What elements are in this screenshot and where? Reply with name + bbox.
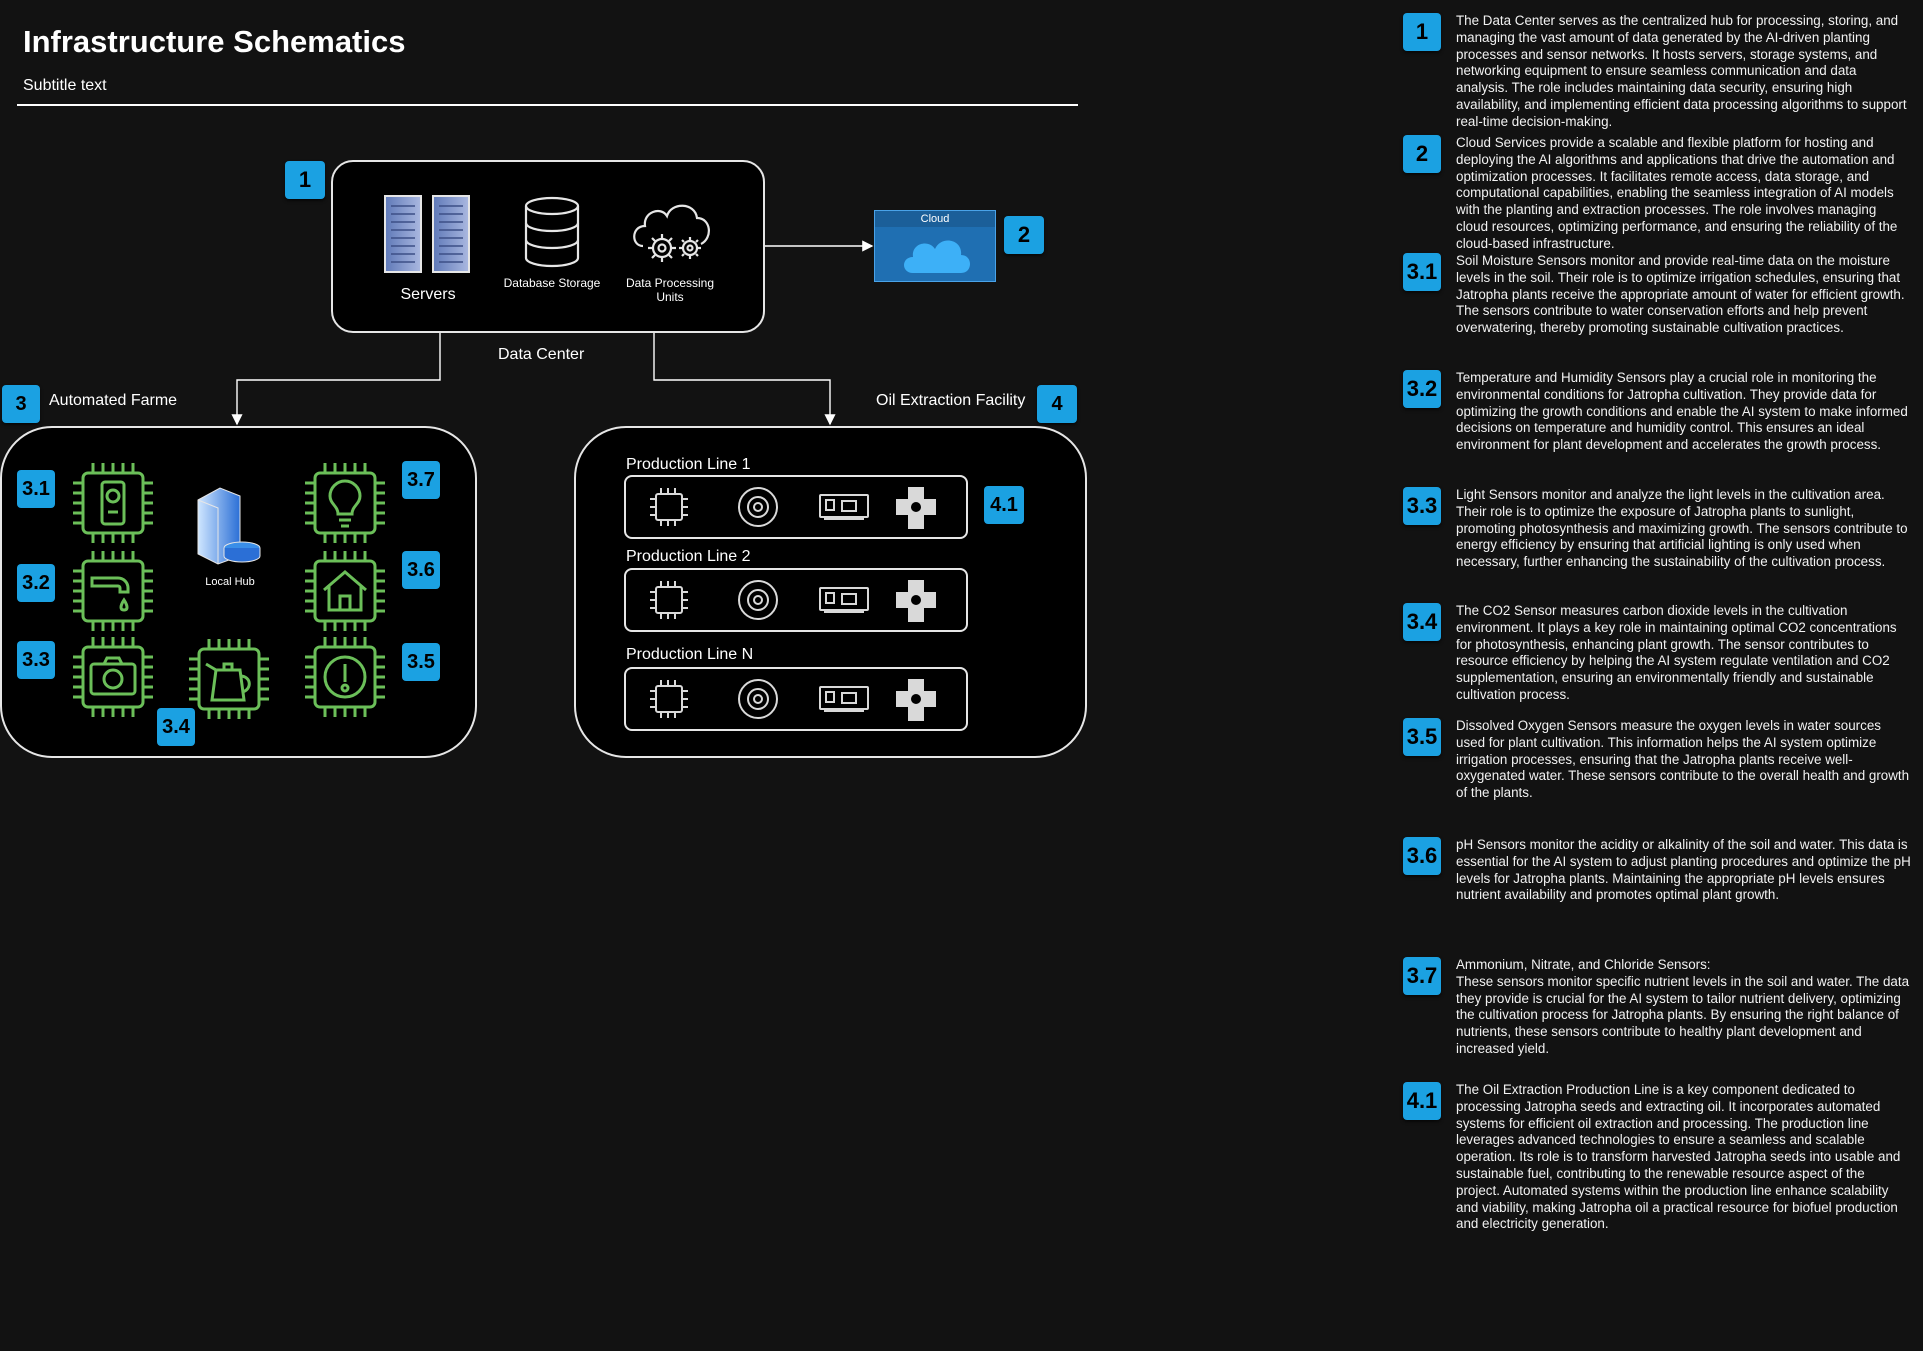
data-center-badge: 1 (285, 161, 325, 199)
description-text-3-3: Light Sensors monitor and analyze the li… (1456, 487, 1908, 570)
sensor-badge-3-2: 3.2 (17, 564, 55, 602)
cloud-label: Cloud (875, 211, 995, 227)
sensor-badge-3-5: 3.5 (402, 643, 440, 681)
production-line-n-icons (650, 679, 936, 721)
data-center-box: Servers Database Storage Data Processing… (331, 160, 765, 333)
dissolved-oxygen-sensor-gauge-icon (305, 637, 385, 717)
description-badge-3-5: 3.5 (1403, 718, 1441, 756)
description-badge-2: 2 (1403, 135, 1441, 173)
production-line-n-label: Production Line N (626, 646, 754, 663)
sensor-badge-3-7: 3.7 (402, 461, 440, 499)
processing-label: Data Processing Units (625, 276, 715, 304)
description-badge-3-1: 3.1 (1403, 253, 1441, 291)
processing-cloud-gear-icon (633, 204, 710, 262)
sensor-badge-3-1: 3.1 (17, 470, 55, 508)
ph-sensor-house-icon (305, 551, 385, 631)
description-text-1: The Data Center serves as the centralize… (1456, 13, 1907, 129)
database-label: Database Storage (503, 276, 601, 290)
cloud-icon (904, 240, 970, 273)
description-badge-3-7: 3.7 (1403, 957, 1441, 995)
oil-facility-badge: 4 (1037, 385, 1077, 423)
sensor-badge-3-3: 3.3 (17, 641, 55, 679)
production-line-2-icons (650, 580, 936, 622)
production-line-1-icons (650, 487, 936, 529)
servers-icon (384, 195, 470, 273)
farm-badge: 3 (2, 385, 40, 423)
oil-facility-title: Oil Extraction Facility (876, 392, 1026, 409)
page-subtitle: Subtitle text (23, 77, 107, 94)
description-badge-3-6: 3.6 (1403, 837, 1441, 875)
servers-label: Servers (400, 286, 456, 303)
production-line-1-label: Production Line 1 (626, 456, 751, 473)
soil-moisture-sensor-icon (73, 463, 153, 543)
description-text-4-1: The Oil Extraction Production Line is a … (1456, 1082, 1901, 1232)
cloud-service-box: Cloud (874, 210, 996, 282)
production-line-n (624, 667, 968, 731)
database-icon (524, 196, 580, 268)
co2-sensor-kettle-icon (189, 639, 269, 719)
description-badge-3-3: 3.3 (1403, 487, 1441, 525)
light-sensor-camera-icon (73, 637, 153, 717)
description-badge-3-4: 3.4 (1403, 603, 1441, 641)
description-text-3-4: The CO2 Sensor measures carbon dioxide l… (1456, 603, 1897, 702)
page-title: Infrastructure Schematics (23, 24, 406, 59)
description-badge-1: 1 (1403, 13, 1441, 51)
farm-title: Automated Farme (49, 392, 178, 409)
description-text-3-5: Dissolved Oxygen Sensors measure the oxy… (1456, 718, 1910, 801)
production-line-2 (624, 568, 968, 632)
production-line-1 (624, 475, 968, 539)
production-line-2-label: Production Line 2 (626, 548, 751, 565)
data-center-caption: Data Center (498, 346, 585, 363)
description-text-3-7: Ammonium, Nitrate, and Chloride Sensors:… (1456, 957, 1910, 1056)
production-line-badge: 4.1 (984, 486, 1024, 524)
description-badge-3-2: 3.2 (1403, 370, 1441, 408)
description-text-2: Cloud Services provide a scalable and fl… (1456, 135, 1898, 251)
description-text-3-1: Soil Moisture Sensors monitor and provid… (1456, 253, 1905, 336)
nutrient-sensor-bulb-icon (305, 463, 385, 543)
sensor-badge-3-4: 3.4 (157, 708, 195, 746)
local-hub-server-icon (197, 487, 261, 565)
local-hub-label: Local Hub (205, 576, 255, 588)
description-text-3-6: pH Sensors monitor the acidity or alkali… (1456, 837, 1911, 903)
description-badge-4-1: 4.1 (1403, 1082, 1441, 1120)
sensor-badge-3-6: 3.6 (402, 551, 440, 589)
temperature-humidity-sensor-icon (73, 551, 153, 631)
title-divider (17, 104, 1078, 106)
description-text-3-2: Temperature and Humidity Sensors play a … (1456, 370, 1908, 453)
cloud-badge: 2 (1004, 216, 1044, 254)
